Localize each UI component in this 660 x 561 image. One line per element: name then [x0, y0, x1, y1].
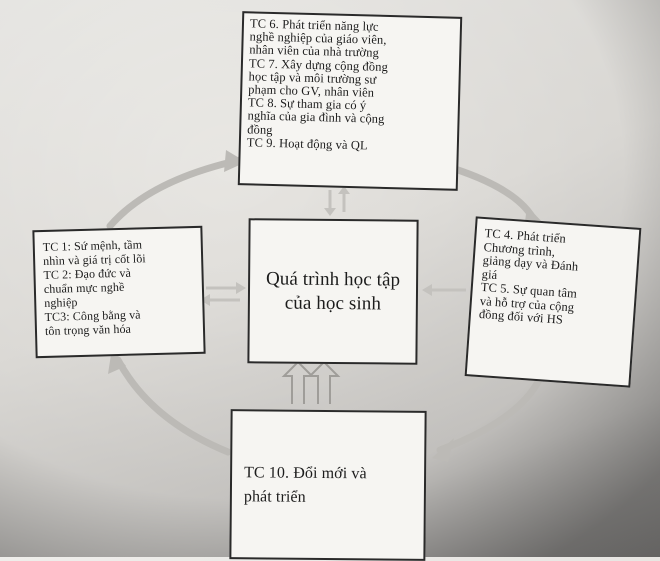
criteria-box-top: TC 6. Phát triển năng lực nghề nghiệp củ…: [237, 11, 463, 191]
arrow-bottom-up-left: [281, 360, 315, 404]
center-box: Quá trình học tập của học sinh: [247, 218, 419, 365]
arrowhead-left-back: [200, 294, 210, 306]
criteria-bottom-line: phát triển: [243, 488, 306, 506]
cycle-arrowhead-top: [224, 150, 246, 172]
criteria-box-bottom: TC 10. Đổi mới và phát triển: [229, 409, 427, 561]
criteria-left-line: tôn trọng văn hóa: [44, 321, 132, 338]
criteria-box-left: TC 1: Sứ mệnh, tầm nhìn và giá trị cốt l…: [32, 225, 206, 359]
center-label: Quá trình học tập của học sinh: [265, 267, 401, 314]
arrowhead-top-up: [338, 186, 350, 194]
cycle-arc-bottom-left: [114, 356, 232, 456]
arrowhead-right-left: [422, 284, 432, 296]
arrow-bottom-up-right: [307, 360, 341, 404]
cycle-arc-right-bottom: [436, 374, 544, 454]
cycle-arc-left-top: [106, 156, 244, 230]
arrowhead-top-down: [324, 208, 336, 216]
cycle-arrowhead-bottom: [432, 438, 454, 462]
cycle-arc-top-right: [448, 164, 539, 226]
criteria-box-right: TC 4. Phát triển Chương trình, giảng dạy…: [464, 216, 642, 388]
arrowhead-left-right: [236, 282, 246, 294]
criteria-bottom-line: TC 10. Đổi mới và: [244, 464, 367, 483]
